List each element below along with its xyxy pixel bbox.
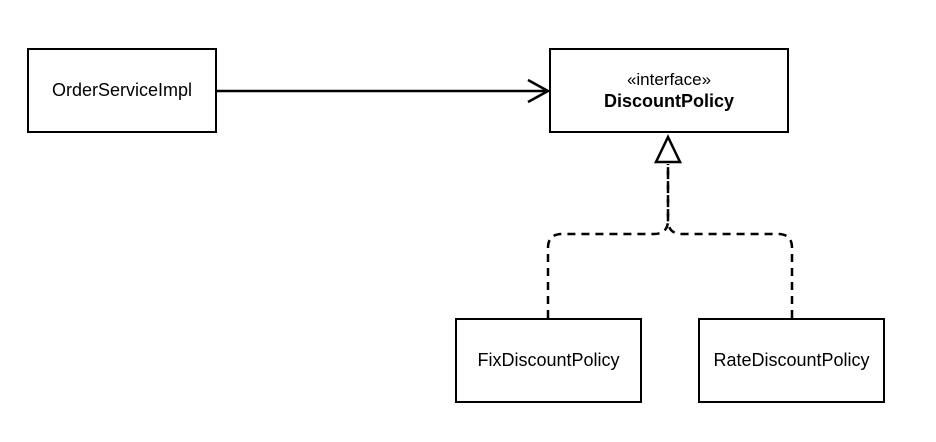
realization-edge-rate <box>666 164 794 318</box>
open-arrowhead-icon <box>527 78 551 104</box>
hollow-triangle-arrowhead-icon <box>654 134 682 164</box>
rate-discount-policy-class: RateDiscountPolicy <box>698 318 885 403</box>
interface-name: DiscountPolicy <box>603 90 735 111</box>
class-name: FixDiscountPolicy <box>477 350 620 371</box>
class-name: RateDiscountPolicy <box>713 350 870 371</box>
fix-discount-policy-class: FixDiscountPolicy <box>455 318 642 403</box>
realization-edge-fix <box>546 164 670 318</box>
interface-stereotype: «interface» <box>626 69 712 89</box>
order-service-impl-class: OrderServiceImpl <box>27 48 217 133</box>
class-name: OrderServiceImpl <box>51 80 193 101</box>
discount-policy-interface: «interface» DiscountPolicy <box>549 48 789 133</box>
